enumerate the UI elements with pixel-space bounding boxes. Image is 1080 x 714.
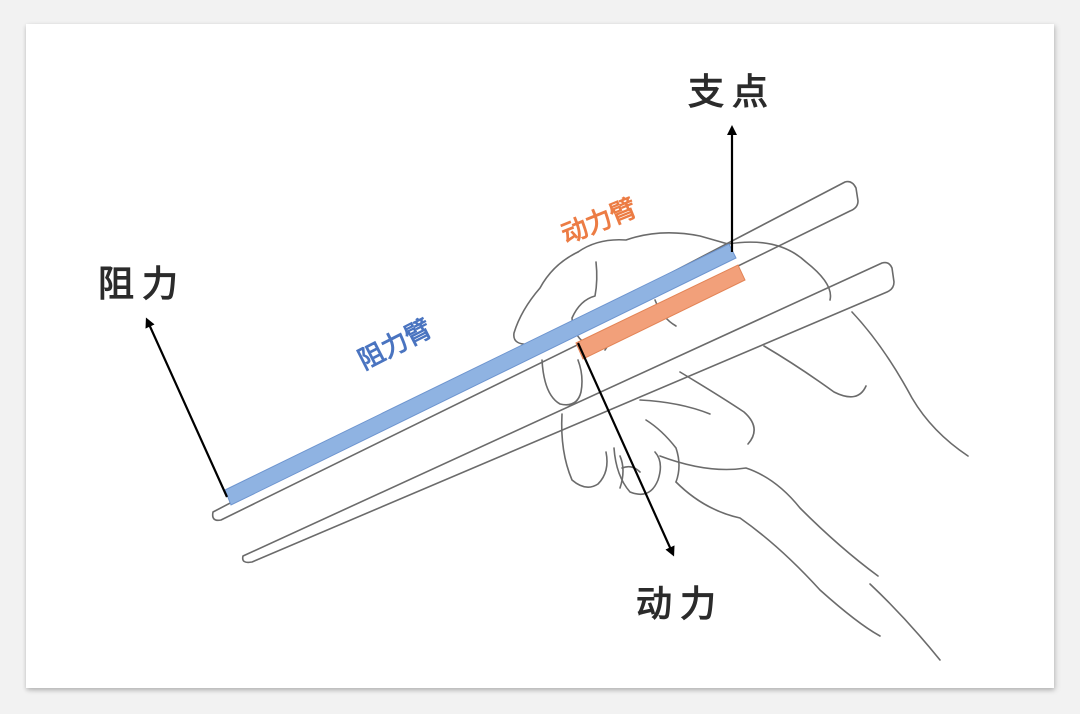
hand-sketch [513, 232, 969, 661]
effort-label: 动力 [636, 584, 724, 625]
resistance-label: 阻力 [98, 264, 186, 305]
diagram-card [26, 24, 1054, 688]
lower-chopstick [241, 261, 895, 564]
effort-arm-bar [575, 264, 746, 360]
resistance-arm-bar [224, 243, 737, 506]
resistance-arm-label: 阻力臂 [354, 314, 437, 376]
fulcrum-label: 支点 [688, 72, 776, 113]
upper-chopstick [211, 180, 859, 522]
resistance-arrow [145, 317, 229, 498]
effort-arrow [576, 342, 675, 557]
